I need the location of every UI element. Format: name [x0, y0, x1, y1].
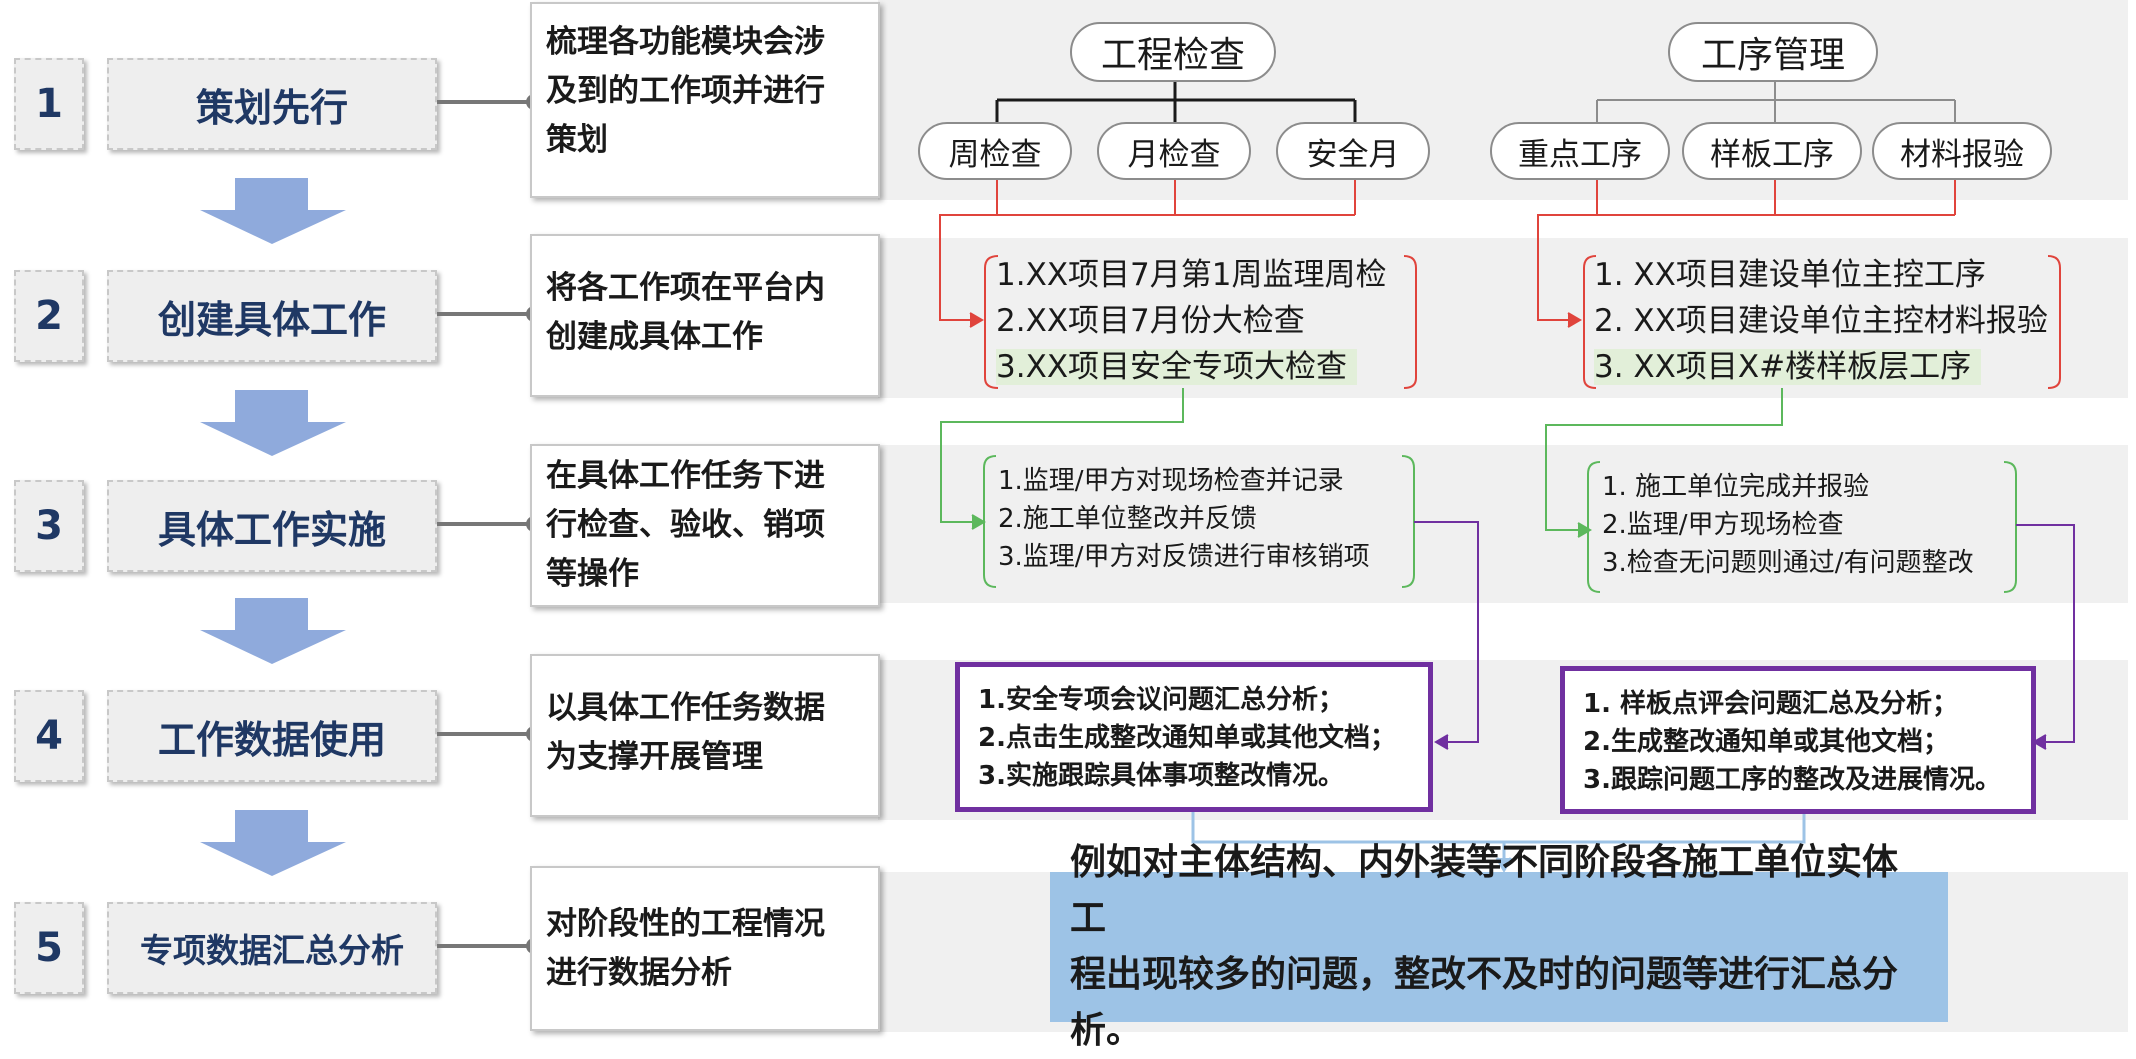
step-5-number: 5	[14, 902, 84, 994]
purple-connectors	[1414, 521, 2075, 750]
right-usage-item: 3.跟踪问题工序的整改及进展情况。	[1583, 765, 2001, 795]
left-action-item: 2.施工单位整改并反馈	[998, 504, 1257, 534]
step-4-number: 4	[14, 690, 84, 782]
right-usage-box: 1. 样板点评会问题汇总及分析； 2.生成整改通知单或其他文档； 3.跟踪问题工…	[1560, 666, 2036, 814]
left-child-node-3: 安全月	[1276, 122, 1430, 180]
step-2-connector	[437, 312, 535, 316]
step-4-connector	[437, 732, 535, 736]
right-root-node: 工序管理	[1668, 22, 1878, 82]
step-3-connector	[437, 522, 535, 526]
right-action-item: 3.检查无问题则通过/有问题整改	[1602, 548, 1974, 578]
left-usage-box: 1.安全专项会议问题汇总分析； 2.点击生成整改通知单或其他文档； 3.实施跟踪…	[955, 662, 1433, 812]
step-1-connector	[437, 100, 535, 104]
down-arrows	[200, 178, 346, 876]
right-action-list: 1. 施工单位完成并报验 2.监理/甲方现场检查 3.检查无问题则通过/有问题整…	[1602, 468, 1974, 582]
summary-line: 程出现较多的问题，整改不及时的问题等进行汇总分析。	[1070, 954, 1899, 1051]
left-tree-connectors	[995, 82, 1357, 122]
right-child-node-1: 重点工序	[1490, 122, 1670, 180]
right-action-item: 1. 施工单位完成并报验	[1602, 472, 1870, 502]
left-action-item: 1.监理/甲方对现场检查并记录	[998, 466, 1344, 496]
left-usage-item: 2.点击生成整改通知单或其他文档；	[978, 723, 1396, 753]
step-5-description: 对阶段性的工程情况 进行数据分析	[530, 866, 880, 1031]
left-action-item: 3.监理/甲方对反馈进行审核销项	[998, 542, 1370, 572]
step-4-description: 以具体工作任务数据 为支撑开展管理	[530, 654, 880, 817]
left-child-node-2: 月检查	[1097, 122, 1251, 180]
green-connectors	[940, 388, 2017, 593]
right-child-node-3: 材料报验	[1872, 122, 2052, 180]
right-task-list: 1. XX项目建设单位主控工序 2. XX项目建设单位主控材料报验 3. XX项…	[1594, 252, 2048, 390]
left-usage-item: 3.实施跟踪具体事项整改情况。	[978, 761, 1344, 791]
band-row-3	[878, 445, 2128, 603]
right-task-item-highlighted: 3. XX项目X#楼样板层工序	[1594, 344, 2048, 390]
step-1-number: 1	[14, 58, 84, 150]
step-2-number: 2	[14, 270, 84, 362]
step-5-connector	[437, 944, 535, 948]
right-usage-item: 2.生成整改通知单或其他文档；	[1583, 727, 1949, 757]
step-3-title: 具体工作实施	[107, 480, 437, 572]
left-task-item: 2.XX项目7月份大检查	[996, 303, 1305, 339]
step-3-number: 3	[14, 480, 84, 572]
right-tree-connectors	[1596, 82, 1956, 122]
left-task-item-highlighted: 3.XX项目安全专项大检查	[996, 344, 1387, 390]
blue-connectors	[1191, 812, 1806, 873]
right-action-item: 2.监理/甲方现场检查	[1602, 510, 1844, 540]
left-usage-item: 1.安全专项会议问题汇总分析；	[978, 685, 1344, 715]
left-action-list: 1.监理/甲方对现场检查并记录 2.施工单位整改并反馈 3.监理/甲方对反馈进行…	[998, 462, 1370, 576]
step-5-title: 专项数据汇总分析	[107, 902, 437, 994]
step-2-description: 将各工作项在平台内 创建成具体工作	[530, 234, 880, 397]
left-task-list: 1.XX项目7月第1周监理周检 2.XX项目7月份大检查 3.XX项目安全专项大…	[996, 252, 1387, 390]
left-task-item: 1.XX项目7月第1周监理周检	[996, 257, 1387, 293]
step-1-description: 梳理各功能模块会涉 及到的工作项并进行 策划	[530, 2, 880, 198]
red-connectors	[939, 180, 2061, 389]
step-4-title: 工作数据使用	[107, 690, 437, 782]
step-2-title: 创建具体工作	[107, 270, 437, 362]
right-task-item: 1. XX项目建设单位主控工序	[1594, 257, 1986, 293]
left-child-node-1: 周检查	[918, 122, 1072, 180]
right-child-node-2: 样板工序	[1682, 122, 1862, 180]
left-root-node: 工程检查	[1070, 22, 1276, 82]
summary-line: 例如对主体结构、内外装等不同阶段各施工单位实体工	[1070, 842, 1899, 939]
right-task-item: 2. XX项目建设单位主控材料报验	[1594, 303, 2048, 339]
summary-box: 例如对主体结构、内外装等不同阶段各施工单位实体工 程出现较多的问题，整改不及时的…	[1050, 842, 1948, 1051]
step-1-title: 策划先行	[107, 58, 437, 150]
step-3-description: 在具体工作任务下进 行检查、验收、销项 等操作	[530, 444, 880, 607]
right-usage-item: 1. 样板点评会问题汇总及分析；	[1583, 689, 1959, 719]
